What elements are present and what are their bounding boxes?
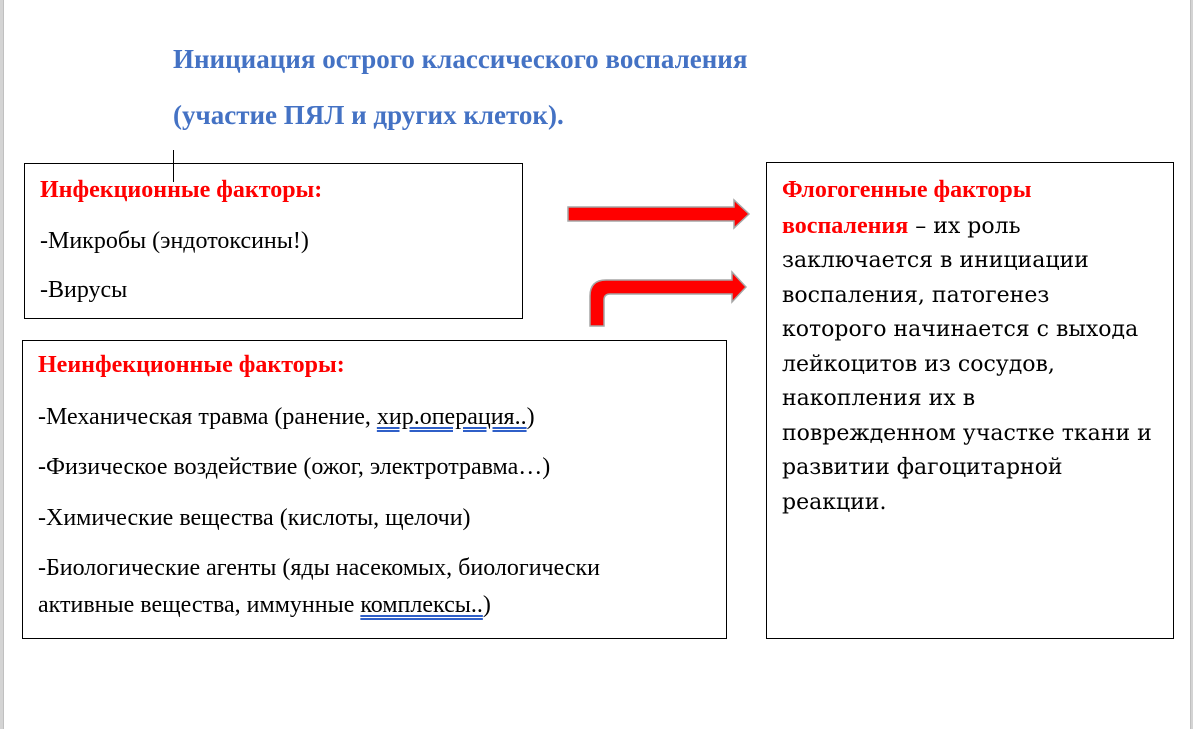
phlogogenic-line: воспаления, патогенез: [782, 282, 1050, 308]
page-title-line-1: Инициация острого классического воспален…: [173, 44, 748, 74]
noninfectious-item: -Химические вещества (кислоты, щелочи): [38, 505, 471, 531]
phlogogenic-line: которого начинается с выхода: [782, 317, 1139, 342]
infectious-item: -Микробы (эндотоксины!): [40, 228, 309, 254]
phlogogenic-factors-box[interactable]: Флогогенные факторы воспаления – их роль…: [766, 162, 1174, 639]
noninfectious-item: -Биологические агенты (яды насекомых, би…: [38, 555, 601, 581]
page-title-line-2: (участие ПЯЛ и других клеток).: [173, 100, 564, 130]
phlogogenic-text: – их роль: [908, 213, 1021, 239]
phlogogenic-header: Флогогенные факторы: [782, 177, 1032, 203]
phlogogenic-line: поврежденном участке ткани и: [782, 420, 1152, 446]
phlogogenic-line: Флогогенные факторы: [782, 173, 1167, 209]
item-text: ): [526, 404, 535, 430]
item-text: -Механическая травма (ранение,: [38, 404, 377, 430]
grammar-flagged-text[interactable]: комплексы..: [360, 592, 483, 618]
phlogogenic-line: развитии фагоцитарной: [782, 455, 1063, 480]
phlogogenic-description: Флогогенные факторы воспаления – их роль…: [782, 173, 1167, 520]
noninfectious-factors-header: Неинфекционные факторы:: [38, 352, 345, 378]
phlogogenic-line: накопления их в: [782, 386, 976, 411]
phlogogenic-line: заключается в инициации: [782, 248, 1089, 273]
phlogogenic-line: реакции.: [782, 489, 887, 515]
infectious-item: -Вирусы: [40, 277, 128, 303]
noninfectious-factors-box[interactable]: Неинфекционные факторы: -Механическая тр…: [22, 340, 727, 639]
phlogogenic-line: лейкоцитов из сосудов,: [782, 351, 1055, 377]
infectious-factors-box[interactable]: Инфекционные факторы: -Микробы (эндотокс…: [24, 163, 523, 319]
grammar-flagged-text[interactable]: хир.операция..: [376, 404, 527, 430]
item-text: активные вещества, иммунные: [38, 592, 361, 618]
page-edge-left: [0, 0, 4, 729]
phlogogenic-header: воспаления: [782, 212, 909, 239]
noninfectious-item: -Механическая травма (ранение, хир.опера…: [38, 403, 535, 431]
noninfectious-item: -Физическое воздействие (ожог, электротр…: [38, 454, 551, 480]
item-text: ): [482, 592, 491, 618]
noninfectious-item-continuation: активные вещества, иммунные комплексы..): [38, 591, 491, 619]
phlogogenic-line: воспаления – их роль: [782, 209, 1167, 245]
page-edge-right: [1190, 0, 1193, 729]
infectious-factors-header: Инфекционные факторы:: [40, 177, 323, 203]
text-cursor: [173, 150, 174, 182]
